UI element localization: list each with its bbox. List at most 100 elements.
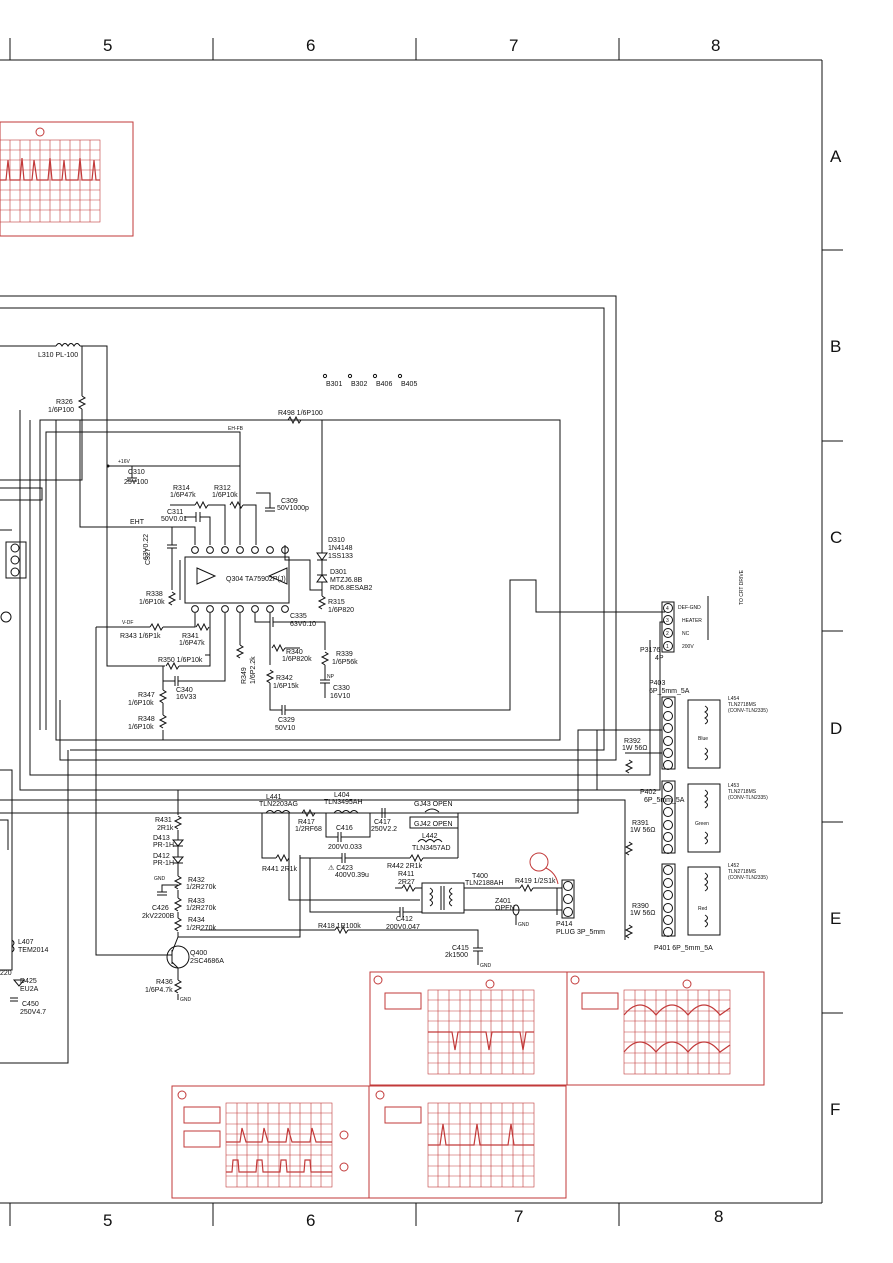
r392-value: 1W 56Ω (622, 745, 647, 752)
t400-value: TLN2188AH (465, 880, 504, 887)
r350-label: R350 1/6P10k (158, 657, 203, 664)
p3176-pin4: 4 (666, 606, 669, 612)
t400-label: T400 (472, 873, 488, 880)
red-label: Red (698, 906, 707, 912)
scope-e2-waveform-top (623, 1004, 731, 1016)
r349-value: 1/6P2.2k (250, 656, 257, 684)
c417-label: C417 (374, 819, 391, 826)
c310-value: 25V100 (124, 479, 148, 486)
r347-label: R347 (138, 692, 155, 699)
crt-pin-nc: NC (682, 631, 690, 637)
z401-gnd: GND (518, 922, 530, 928)
l442-value: TLN3457AD (412, 845, 451, 852)
scope-f1-waveform-bottom (226, 1159, 332, 1173)
l442-label: L442 (422, 833, 438, 840)
r326-value: 1/6P100 (48, 407, 74, 414)
column-label-7: 7 (509, 36, 518, 55)
r390-value: 1W 56Ω (630, 910, 655, 917)
column-label-6-bottom: 6 (306, 1211, 315, 1230)
c329-value: 50V10 (275, 725, 295, 732)
c335-value: 63V0.10 (290, 621, 316, 628)
r417-label: R417 (298, 819, 315, 826)
column-label-6: 6 (306, 36, 315, 55)
l453-value-2: (CONV-TLN2335) (728, 795, 768, 801)
ic-q304-label: Q304 TA75902P(J) (226, 576, 286, 583)
l404-value: TLN3495AH (324, 799, 363, 806)
plus16v-label: +16V (118, 459, 130, 465)
r220-label: 220 (0, 970, 12, 977)
c309-value: 50V1000p (277, 505, 309, 512)
r315-value: 1/6P820 (328, 607, 354, 614)
r340-label: R340 (286, 649, 303, 656)
row-label-f: F (830, 1100, 840, 1119)
c415-gnd: GND (480, 963, 492, 969)
scope-f1 (171, 1085, 370, 1199)
z401-value: OPEN (495, 905, 515, 912)
ic-pins-bottom (191, 605, 289, 613)
r348-value: 1/6P10k (128, 724, 154, 731)
l452-value-2: (CONV-TLN2335) (728, 875, 768, 881)
column-label-7-bottom: 7 (514, 1207, 523, 1226)
c311-value: 50V0.01 (161, 516, 187, 523)
p3176-value: 4P (655, 655, 664, 662)
r350-network: R350 1/6P10k R347 1/6P10k R348 1/6P10k C… (128, 613, 226, 740)
c417-value: 250V2.2 (371, 826, 397, 833)
d412-value: PR-1H (153, 860, 174, 867)
d413-value: PR-1H (153, 842, 174, 849)
d413-label: D413 (153, 835, 170, 842)
r391-label: R391 (632, 820, 649, 827)
d301-value-1: MTZJ6.8B (330, 577, 363, 584)
r419-label: R419 1/2S1k (515, 878, 556, 885)
scope-f1-waveform-top (226, 1127, 332, 1143)
p3176-connector: 4 3 2 1 DEF-GND HEATER NC 200V TO CRT DR… (640, 569, 745, 662)
r433-value: 1/2R270k (186, 905, 216, 912)
r341-label: R341 (182, 633, 199, 640)
r432-value: 1/2R270k (186, 884, 216, 891)
r347-value: 1/6P10k (128, 700, 154, 707)
scope-e1-waveform (428, 1031, 534, 1051)
l454-label: L454 (728, 696, 739, 702)
left-partial: L407 TEM2014 220 D425 EU2A C450 250V4.7 (0, 487, 48, 1016)
to-crt-label: TO CRT DRIVE (739, 569, 745, 605)
r349-resistor: R349 1/6P2.2k (235, 613, 257, 684)
c426-label: C426 (152, 905, 169, 912)
scope-e2 (566, 971, 765, 1086)
p414-label: P414 (556, 921, 572, 928)
p3176-pin1: 1 (666, 644, 669, 650)
r432-label: R432 (188, 877, 205, 884)
b406-label: B406 (376, 381, 392, 388)
r498-label: R498 1/6P100 (278, 410, 323, 417)
p402-connector: P402 6P_5mm_5A Green L453 TLN2718MS (CON… (624, 780, 768, 856)
r417-value: 1/2RF68 (295, 826, 322, 833)
diode-network: D310 1N4148 1SS133 D301 MTZJ6.8B RD6.8ES… (284, 537, 373, 614)
r436-label: R436 (156, 979, 173, 986)
crt-pin-heater: HEATER (682, 618, 702, 624)
scope-f2 (368, 1085, 567, 1199)
l454-value-2: (CONV-TLN2335) (728, 708, 768, 714)
r339-value: 1/6P56k (332, 659, 358, 666)
c412-label: C412 (396, 916, 413, 923)
scope-a-waveform (0, 157, 100, 181)
r338-value: 1/6P10k (139, 599, 165, 606)
scope-a-grid (0, 139, 101, 223)
flyback-section: R411 2R27 T400 TLN2188AH R419 1/2S1k P41… (200, 852, 605, 969)
r342-value: 1/6P15k (273, 683, 299, 690)
p401-connector: Red L452 TLN2718MS (CONV-TLN2335) R390 1… (624, 863, 768, 952)
l404-label: L404 (334, 792, 350, 799)
c416-value: 200V0.033 (328, 844, 362, 851)
p403-value: 6P_5mm_5A (649, 688, 690, 695)
row-label-c: C (830, 528, 842, 547)
r441-label: R441 2R1k (262, 866, 298, 873)
r314-label: R314 (173, 485, 190, 492)
b302-label: B302 (351, 381, 367, 388)
row-label-a: A (830, 147, 842, 166)
r342-label: R342 (276, 675, 293, 682)
sheet-frame (0, 38, 843, 1226)
r326-resistor: R326 1/6P100 (0, 346, 87, 481)
p402-label: P402 (640, 789, 656, 796)
c335-label: C335 (290, 613, 307, 620)
p401-label: P401 6P_5mm_5A (654, 945, 713, 952)
d425-value: EU2A (20, 986, 39, 993)
d310-value-2: 1SS133 (328, 553, 353, 560)
